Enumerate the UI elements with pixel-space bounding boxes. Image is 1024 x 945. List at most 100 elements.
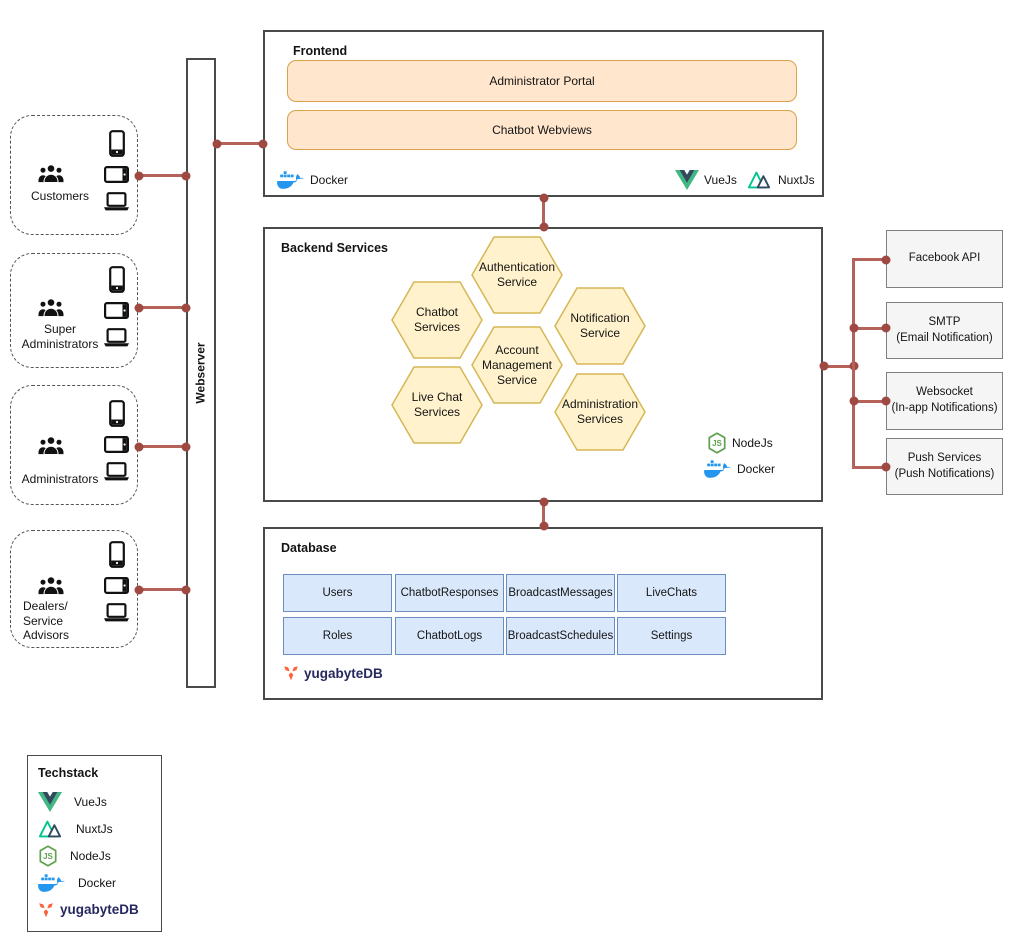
connector-webserver-frontend — [216, 142, 263, 145]
backend-docker-badge: Docker — [704, 459, 775, 479]
connection-dot — [181, 171, 191, 180]
laptop-icon — [103, 603, 130, 623]
branch-facebook-api — [852, 258, 886, 261]
db-table-users: Users — [283, 574, 392, 612]
connection-dot — [849, 396, 858, 406]
connection-dot — [539, 497, 548, 507]
connection-dot — [181, 442, 191, 451]
laptop-icon — [103, 462, 130, 482]
external-smtp: SMTP (Email Notification) — [886, 302, 1003, 359]
docker-icon — [38, 873, 66, 893]
connection-dot — [881, 396, 891, 406]
service-notification: Notification Service — [554, 287, 646, 365]
vuejs-icon — [675, 170, 699, 190]
connector-admins-webserver — [138, 445, 186, 448]
group-super-administrators: Super Administrators — [10, 253, 138, 368]
webserver-box: Webserver — [186, 58, 216, 688]
tablet-icon — [104, 577, 129, 594]
connection-dot — [539, 222, 548, 232]
connection-dot — [181, 585, 191, 594]
vuejs-icon — [38, 792, 62, 812]
chatbot-webviews-label: Chatbot Webviews — [492, 123, 592, 137]
connection-dot — [881, 255, 891, 264]
db-table-broadcastmessages: BroadcastMessages — [506, 574, 615, 612]
nodejs-icon — [707, 432, 727, 454]
group-customers: Customers — [10, 115, 138, 235]
group-label: Super Administrators — [21, 322, 99, 351]
docker-icon — [277, 170, 305, 190]
users-icon — [31, 298, 71, 318]
service-live-chat: Live Chat Services — [391, 366, 483, 444]
techstack-item-docker: Docker — [38, 869, 161, 896]
database-title: Database — [281, 541, 337, 555]
db-table-roles: Roles — [283, 617, 392, 655]
frontend-panel: Frontend Administrator Portal Chatbot We… — [263, 30, 824, 197]
smartphone-icon — [109, 541, 125, 568]
frontend-vuejs-badge: VueJs — [675, 170, 737, 190]
users-icon — [31, 576, 71, 596]
connection-dot — [849, 323, 858, 333]
backend-panel: Backend Services Authentication Service … — [263, 227, 823, 502]
connection-dot — [134, 585, 144, 594]
connection-dot — [539, 521, 548, 531]
db-table-chatbotresponses: ChatbotResponses — [395, 574, 504, 612]
group-label: Customers — [30, 189, 89, 203]
laptop-icon — [103, 192, 130, 212]
nuxtjs-icon — [38, 819, 64, 839]
chatbot-webviews-box: Chatbot Webviews — [287, 110, 797, 150]
connection-dot — [881, 462, 891, 472]
tablet-icon — [104, 166, 129, 183]
smartphone-icon — [109, 130, 125, 157]
connector-superadmins-webserver — [138, 306, 186, 309]
smartphone-icon — [109, 266, 125, 293]
database-panel: Database Users ChatbotResponses Broadcas… — [263, 527, 823, 700]
group-label: Dealers/ Service Advisors — [23, 599, 70, 643]
techstack-item-vuejs: VueJs — [38, 788, 161, 815]
connection-dot — [181, 303, 191, 312]
connector-backend-external — [823, 364, 854, 368]
connection-dot — [134, 303, 144, 312]
techstack-item-nuxtjs: NuxtJs — [38, 815, 161, 842]
techstack-legend: Techstack VueJs NuxtJs NodeJs Docker yug… — [27, 755, 162, 932]
external-facebook-api: Facebook API — [886, 230, 1003, 288]
nodejs-icon — [38, 845, 58, 867]
nuxtjs-icon — [747, 170, 773, 190]
techstack-item-yugabytedb: yugabyteDB — [38, 896, 161, 923]
group-dealers-service-advisors: Dealers/ Service Advisors — [10, 530, 138, 648]
frontend-docker-badge: Docker — [277, 170, 348, 190]
backend-nodejs-badge: NodeJs — [707, 432, 773, 454]
external-push-services: Push Services (Push Notifications) — [886, 438, 1003, 495]
tablet-icon — [104, 436, 129, 453]
external-trunk-line — [852, 259, 855, 468]
laptop-icon — [103, 328, 130, 348]
frontend-title: Frontend — [293, 44, 348, 58]
connector-backend-database — [542, 501, 545, 528]
service-chatbot: Chatbot Services — [391, 281, 483, 359]
connection-dot — [539, 193, 548, 203]
connector-dealers-webserver — [138, 588, 186, 591]
docker-icon — [704, 459, 732, 479]
frontend-nuxtjs-badge: NuxtJs — [747, 170, 815, 190]
service-authentication: Authentication Service — [471, 236, 563, 314]
techstack-item-nodejs: NodeJs — [38, 842, 161, 869]
branch-websocket — [852, 399, 886, 403]
webserver-label: Webserver — [194, 342, 208, 404]
db-table-settings: Settings — [617, 617, 726, 655]
connection-dot — [212, 139, 222, 148]
db-table-broadcastschedules: BroadcastSchedules — [506, 617, 615, 655]
connection-dot — [134, 442, 144, 451]
techstack-title: Techstack — [38, 766, 99, 780]
connection-dot — [258, 139, 268, 148]
administrator-portal-box: Administrator Portal — [287, 60, 797, 102]
smartphone-icon — [109, 400, 125, 427]
connector-customers-webserver — [138, 174, 186, 177]
connection-dot — [881, 323, 891, 333]
db-table-livechats: LiveChats — [617, 574, 726, 612]
connector-frontend-backend — [542, 197, 545, 228]
administrator-portal-label: Administrator Portal — [489, 74, 595, 88]
group-administrators: Administrators — [10, 385, 138, 505]
database-yugabytedb-badge: yugabyteDB — [283, 665, 383, 681]
group-label: Administrators — [21, 472, 99, 486]
db-table-chatbotlogs: ChatbotLogs — [395, 617, 504, 655]
